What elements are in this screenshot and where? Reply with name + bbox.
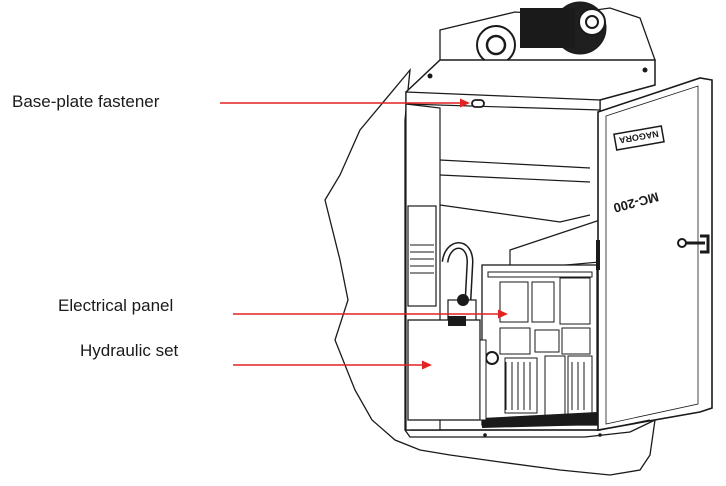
callout-label-hydraulic-set: Hydraulic set xyxy=(80,341,179,360)
corner-screw xyxy=(642,67,648,73)
callout-lines xyxy=(220,98,508,370)
callout-arrowhead-fastener xyxy=(460,98,470,108)
panel-floor xyxy=(482,412,597,428)
roller-belt xyxy=(520,8,575,48)
background-silhouette xyxy=(324,67,656,476)
callout-arrowhead-electrical xyxy=(498,309,508,319)
door-hinge xyxy=(596,240,600,270)
panel-rail xyxy=(487,271,593,278)
callout-label-electrical-panel: Electrical panel xyxy=(58,296,174,315)
base-plate xyxy=(410,419,651,431)
base-foot xyxy=(483,433,487,437)
motor-block xyxy=(407,205,437,307)
door-brand-plate xyxy=(613,125,665,151)
hydraulic-tank xyxy=(407,319,481,421)
door-handle-knob xyxy=(677,238,687,248)
tank-gauge xyxy=(485,351,499,365)
base-foot xyxy=(598,433,602,437)
valve-knob xyxy=(457,294,469,306)
roller-small-core xyxy=(485,34,507,56)
cavity-shelf xyxy=(439,204,591,223)
motor-fins xyxy=(410,244,434,274)
hydraulic-hose-core xyxy=(443,243,473,301)
roller-large-core xyxy=(585,15,599,29)
cavity-shelf xyxy=(439,159,591,169)
tank-cap xyxy=(448,316,466,326)
door-inner-edge xyxy=(605,85,699,425)
callout-label-base-plate-fastener: Base-plate fastener xyxy=(12,92,160,111)
corner-screw xyxy=(427,73,433,79)
cavity-shelf xyxy=(439,174,591,183)
cabinet-top xyxy=(405,91,601,111)
callout-arrowhead-hydraulic xyxy=(422,360,432,370)
panel-modules xyxy=(499,277,593,417)
panel-terminal-ticks xyxy=(505,362,585,410)
tank-side xyxy=(479,339,487,421)
base-plate-fastener xyxy=(471,99,485,108)
